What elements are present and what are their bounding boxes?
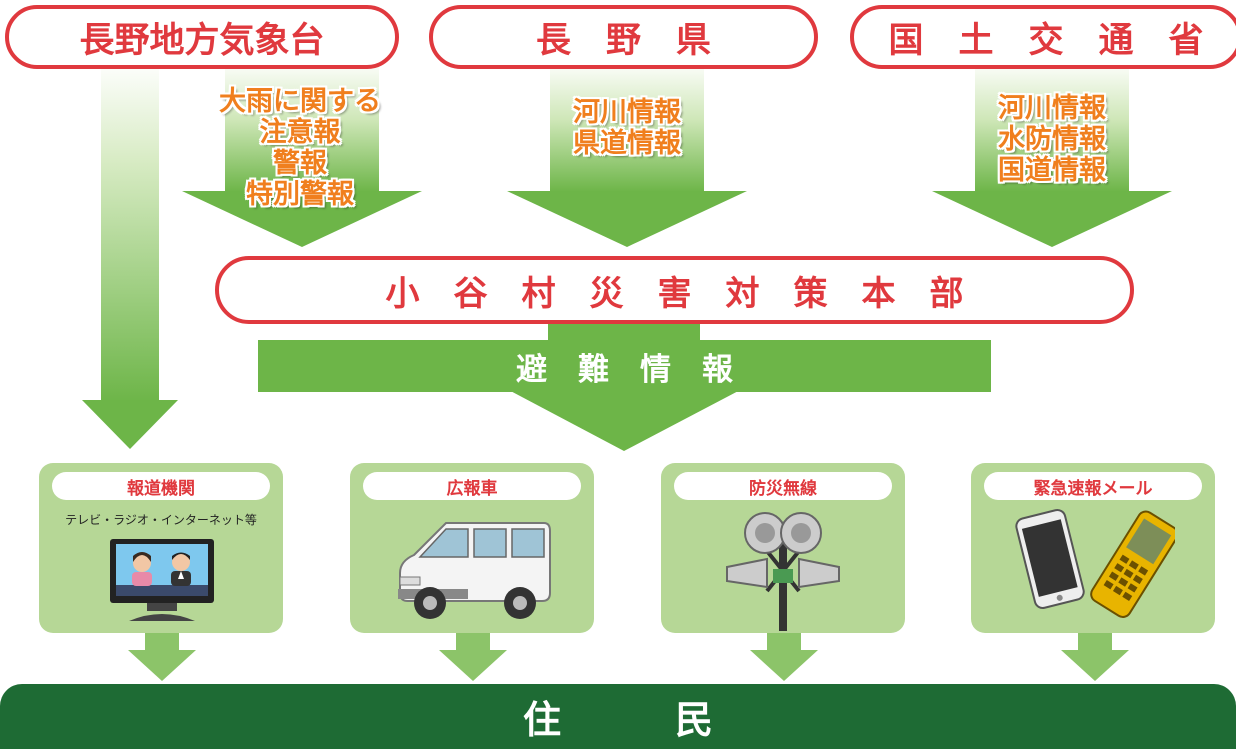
card-emergency-mail: 緊急速報メール [971,463,1215,633]
info-line: 水防情報 [998,124,1106,155]
mlit-box: 国 土 交 通 省 [850,5,1236,69]
card-disaster-radio: 防災無線 [661,463,905,633]
info-line: 警報 [273,148,327,179]
info-line: 大雨に関する [219,86,381,117]
info-line: 注意報 [259,117,341,148]
arrow-met-office-to-media [82,60,178,449]
card-label: 報道機関 [52,472,270,500]
evacuation-info-bar: 避 難 情 報 [258,340,991,392]
evacuation-info-label: 避 難 情 報 [516,351,733,388]
mlit-label: 国 土 交 通 省 [888,20,1204,61]
prefecture-label: 長 野 県 [535,20,711,61]
info-line: 河川情報 [573,97,681,128]
met-office-info: 大雨に関する 注意報 警報 特別警報 [200,86,400,210]
met-office-label: 長野地方気象台 [79,20,325,61]
info-line: 県道情報 [573,128,681,159]
arrow-prefecture-to-hq [507,60,747,247]
card-media: 報道機関 テレビ・ラジオ・インターネット等 [39,463,283,633]
card-sub-label: テレビ・ラジオ・インターネット等 [65,513,257,527]
arrow-evac-to-channels [505,388,744,451]
residents-label: 住 民 [522,698,713,742]
met-office-box: 長野地方気象台 [5,5,399,69]
card-label: 広報車 [363,472,581,500]
residents-banner: 住 民 [0,684,1236,749]
info-line: 特別警報 [246,179,354,210]
prefecture-info: 河川情報 県道情報 [527,97,727,159]
info-line: 河川情報 [998,93,1106,124]
van-icon [398,522,551,619]
card-label: 防災無線 [674,472,892,500]
disaster-hq-box: 小 谷 村 災 害 対 策 本 部 [215,256,1134,324]
arrows-to-residents [128,633,1129,681]
card-pr-vehicle: 広報車 [350,463,594,633]
loudspeaker-icon [726,512,840,631]
tv-icon [110,539,214,621]
arrow-mlit-to-hq [932,60,1172,247]
info-line: 国道情報 [998,155,1106,186]
card-label: 緊急速報メール [984,472,1202,500]
disaster-hq-label: 小 谷 村 災 害 対 策 本 部 [385,273,964,314]
prefecture-box: 長 野 県 [429,5,818,69]
mobile-phone-icon [1015,509,1175,618]
mlit-info: 河川情報 水防情報 国道情報 [952,93,1152,186]
arrow-met-office-to-hq [182,60,422,247]
